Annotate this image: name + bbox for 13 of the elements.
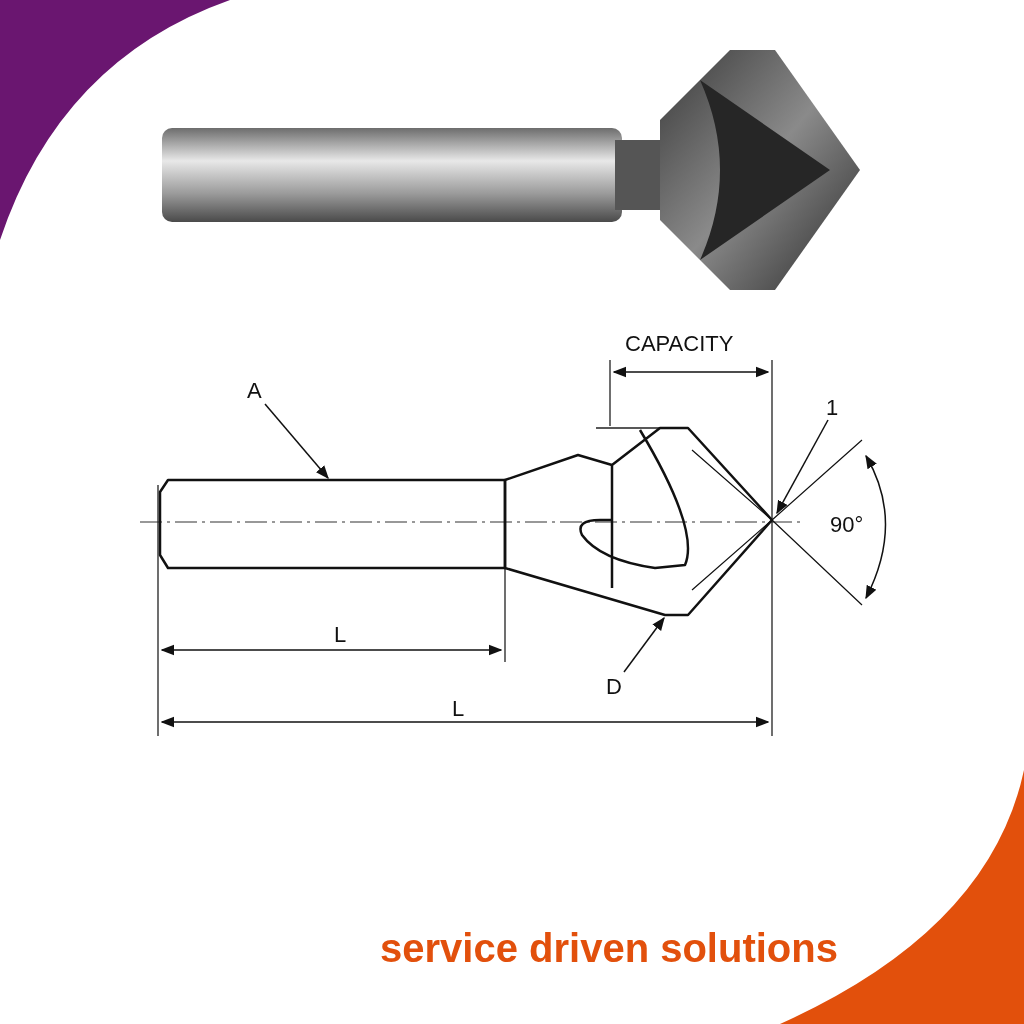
cutting-head-outline — [503, 426, 774, 617]
dimension-label: CAPACITY — [625, 333, 734, 355]
callout-letter: 1 — [826, 397, 839, 419]
leader-line — [776, 419, 829, 515]
dimension-label: L — [334, 624, 347, 646]
leader-line — [623, 616, 665, 673]
shank-outline — [158, 478, 507, 570]
leader-line — [264, 403, 329, 480]
callout-letter: D — [606, 676, 622, 698]
dimension-label: L — [452, 698, 465, 720]
tagline: service driven solutions — [380, 928, 838, 968]
angle-label: 90° — [830, 514, 864, 536]
callout-letter: A — [247, 380, 262, 402]
